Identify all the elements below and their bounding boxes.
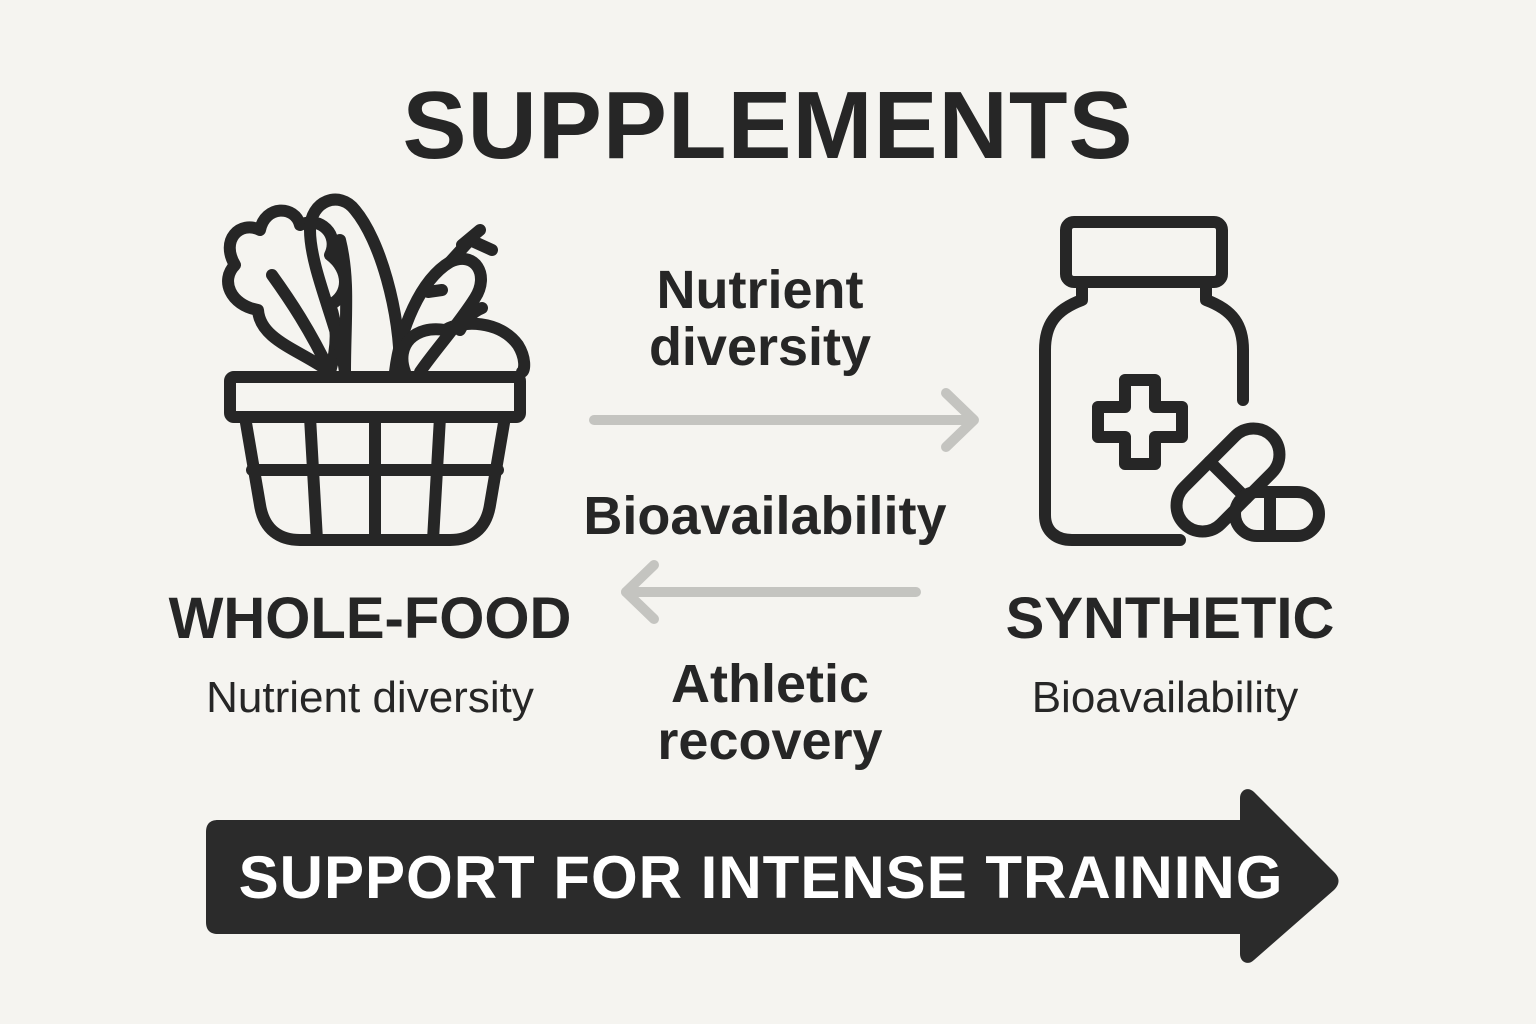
pill-bottle-icon: [1039, 216, 1325, 546]
arrow-left-icon: [621, 560, 921, 624]
synthetic-heading: SYNTHETIC: [1005, 586, 1335, 651]
top-flow-label-line1: Nutrient: [656, 260, 864, 320]
arrow-right-icon: [589, 388, 979, 452]
page-title: SUPPLEMENTS: [402, 72, 1134, 179]
top-flow-label-line2: diversity: [648, 316, 872, 377]
bottom-flow-label-line2: recovery: [657, 710, 883, 771]
synthetic-subtitle: Bioavailability: [1031, 673, 1299, 722]
bottom-flow-label-line1: Athletic: [670, 654, 870, 714]
top-flow-label: Nutrient diversity: [600, 262, 920, 375]
middle-flow-label: Bioavailability: [583, 486, 947, 546]
banner-text: SUPPORT FOR INTENSE TRAINING: [238, 844, 1284, 911]
bottom-flow-label: Athletic recovery: [610, 656, 930, 769]
whole-food-heading: WHOLE-FOOD: [168, 586, 572, 651]
whole-food-subtitle: Nutrient diversity: [206, 673, 534, 722]
food-basket-icon: [222, 193, 531, 546]
banner-arrow-icon: [206, 789, 1339, 963]
